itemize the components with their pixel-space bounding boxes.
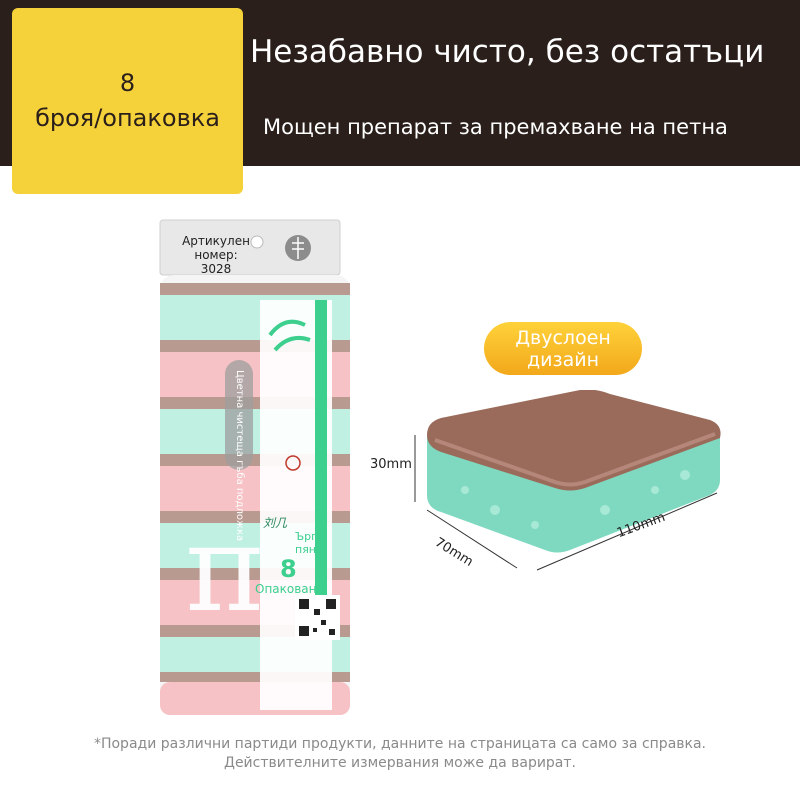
pack-count-label: броя/опаковка bbox=[35, 104, 220, 132]
double-layer-badge: Двуслоен дизайн bbox=[484, 322, 642, 375]
pack-count-number: 8 bbox=[119, 69, 136, 97]
package-word: Ърга bbox=[295, 530, 324, 543]
package-count: 8 bbox=[280, 555, 297, 583]
disclaimer-line-1: *Поради различни партиди продукти, данни… bbox=[93, 736, 707, 752]
bamboo-leaf-icon bbox=[268, 319, 311, 352]
sku-title: Артикулен номер: bbox=[182, 234, 250, 262]
package-side-text: Цветна чистеща гъба подложка bbox=[234, 370, 245, 541]
sponge-dimension-image bbox=[414, 390, 721, 571]
package-word2: пяна bbox=[295, 543, 323, 556]
qr-code-icon bbox=[299, 599, 336, 636]
package-brand: 刘几 bbox=[263, 516, 288, 530]
seal-icon bbox=[285, 455, 301, 471]
pack-count-badge: 8 броя/опаковка bbox=[12, 8, 243, 194]
sku-label: Артикулен номер: 3028 bbox=[176, 234, 256, 276]
headline: Незабавно чисто, без остатъци bbox=[250, 34, 765, 70]
subheadline: Мощен препарат за премахване на петна bbox=[263, 115, 728, 139]
package-packed: Опакован bbox=[255, 582, 317, 596]
sponge-package-image: π Цветна чистеща гъба подложка 刘几 Ърга п… bbox=[159, 219, 350, 715]
disclaimer-line-2: Действителните измервания може да варира… bbox=[224, 755, 576, 771]
disclaimer: *Поради различни партиди продукти, данни… bbox=[0, 735, 800, 773]
sku-number: 3028 bbox=[200, 262, 232, 276]
height-dimension: 30mm bbox=[370, 457, 412, 472]
svg-text:π: π bbox=[185, 500, 264, 639]
